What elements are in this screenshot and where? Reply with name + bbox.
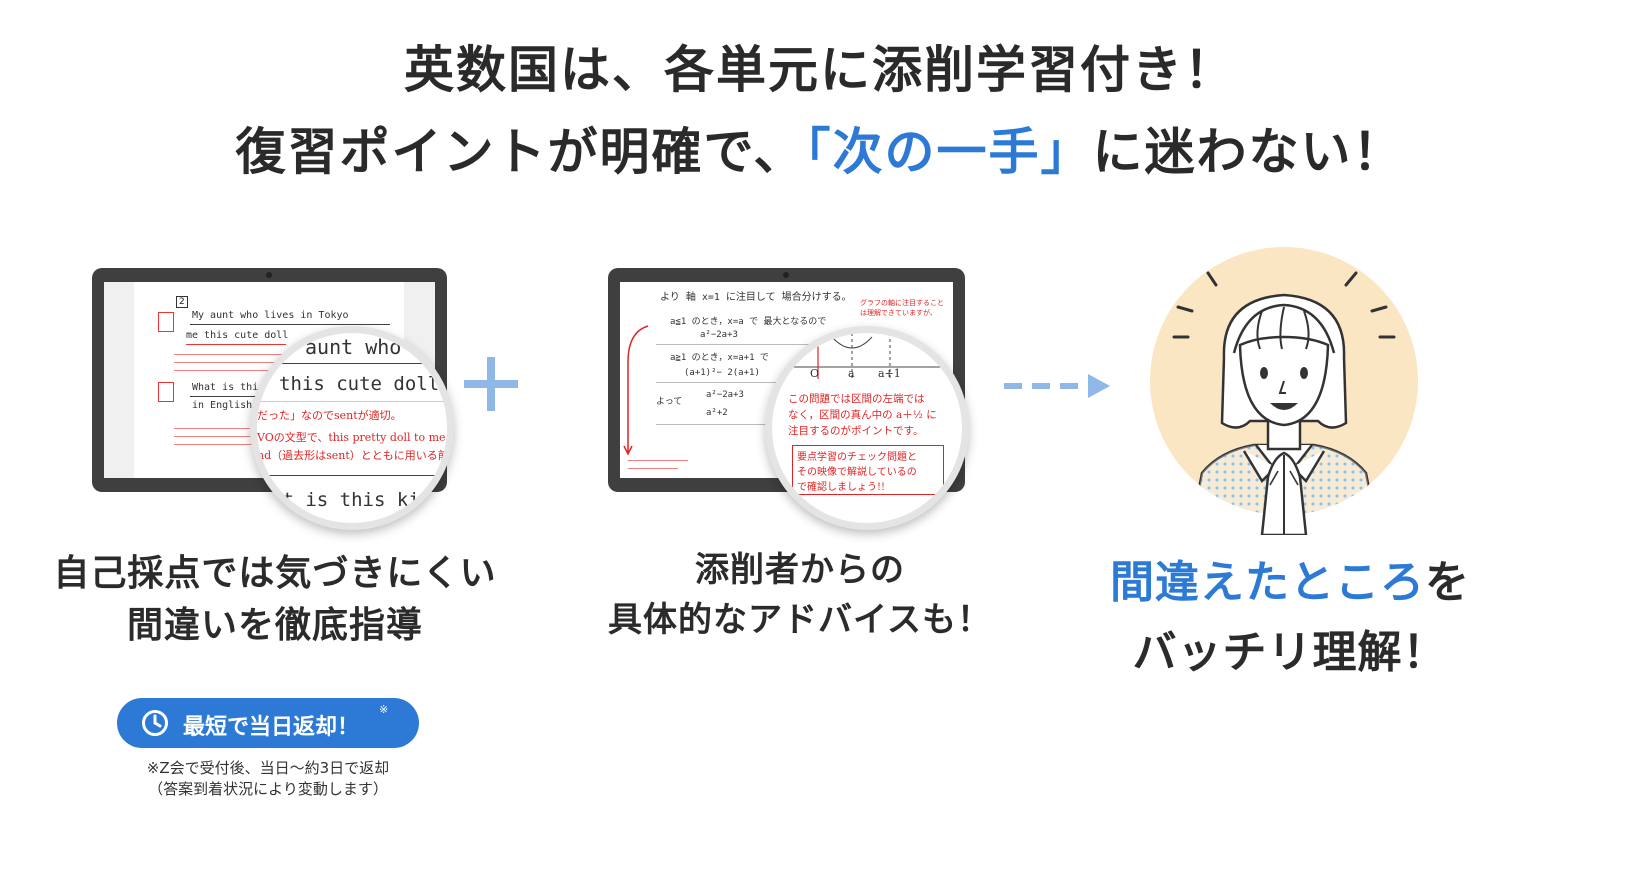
headline-line2-prefix: 復習ポイントが明確で、 — [235, 123, 806, 181]
headline-line2: 復習ポイントが明確で、「次の一手」に迷わない！ — [0, 112, 1640, 184]
tablet-camera — [266, 272, 272, 278]
magnifier-english: aunt who this cute doll だった」なのでsentが適切。 … — [250, 326, 454, 530]
score-box — [158, 312, 174, 332]
math-red-note — [628, 468, 678, 469]
caption-right-line2: バッチリ理解！ — [1132, 627, 1448, 678]
tablet-camera — [783, 272, 789, 278]
mag-red-box: 要点学習のチェック問題と その映像で解説しているの で確認しましょう!! — [792, 445, 944, 495]
mag-red-line1: この問題では区間の左端では — [788, 393, 925, 405]
math-red-note — [628, 460, 688, 461]
caption-left-line1: 自己採点では気づきにくい — [53, 553, 497, 594]
worksheet-red-note — [174, 436, 274, 437]
mag-red-line1: だった」なのでsentが適切。 — [257, 409, 402, 422]
caption-middle-line2: 具体的なアドバイスも！ — [608, 600, 992, 640]
worksheet-red-note — [174, 362, 294, 363]
return-note-line1: ※Z会で受付後、当日〜約3日で返却 — [146, 759, 390, 777]
headline-line2-accent: 「次の一手」 — [805, 123, 1093, 181]
caption-left: 自己採点では気づきにくい 間違いを徹底指導 — [40, 548, 510, 652]
mag-red-line3: 注目するのがポイントです。 — [788, 425, 924, 437]
mag-hw-mid: this cute doll — [279, 373, 440, 395]
math-row3: よって — [656, 397, 683, 407]
math-row1: a≦1 のとき，x=a で 最大となるので — [670, 317, 827, 327]
caption-right-line1: 間違えたところを — [1080, 548, 1500, 618]
caption-right-suffix: を — [1425, 557, 1470, 608]
score-box — [158, 382, 174, 402]
same-day-return-badge: 最短で当日返却！ ※ — [117, 698, 419, 748]
magnifier-math: O a a+1 この問題では区間の左端では なく，区間の真ん中の a＋½ に 注… — [765, 326, 969, 530]
worksheet-row1: My aunt who lives in Tokyo — [192, 310, 349, 321]
mag-box-line1: 要点学習のチェック問題と — [797, 452, 917, 463]
worksheet-section-number: 2 — [176, 296, 188, 308]
worksheet-red-note — [174, 428, 264, 429]
dashed-arrow-icon — [1004, 374, 1110, 398]
mag-axis-o: O — [810, 367, 820, 380]
red-arrow-mark — [623, 325, 649, 456]
worksheet-red-note — [174, 354, 284, 355]
worksheet-rule — [190, 324, 390, 325]
mag-red-line3: nd（過去形はsent）とともに用いる前置 — [257, 449, 454, 462]
mag-box-line3: で確認しましょう!! — [797, 482, 886, 493]
graph-axis — [772, 333, 962, 379]
math-row3b: a²−2a+3 — [706, 390, 744, 400]
mag-axis-a1: a+1 — [878, 367, 901, 380]
mag-hw-bottom: at is this kind — [271, 489, 443, 511]
math-rule — [656, 382, 856, 383]
mag-red-line2: なく，区間の真ん中の a＋½ に — [788, 409, 937, 421]
worksheet-red-note — [174, 444, 264, 445]
worksheet-row1b: me this cute doll — [186, 330, 289, 341]
mag-rule — [257, 475, 447, 476]
mag-hw-top: aunt who — [305, 335, 402, 359]
mag-red-rule — [257, 401, 447, 402]
math-rule — [656, 344, 856, 345]
math-row1b: a²−2a+3 — [700, 330, 738, 340]
badge-label: 最短で当日返却！ — [183, 715, 360, 740]
badge-mark: ※ — [379, 703, 389, 716]
headline-line1: 英数国は、各単元に添削学習付き！ — [404, 41, 1236, 99]
mag-box-line2: その映像で解説しているの — [797, 467, 917, 478]
caption-middle-line1: 添削者からの — [695, 550, 905, 590]
return-note-line2: （答案到着状況により変動します） — [148, 780, 388, 798]
plus-icon — [464, 357, 518, 411]
clock-icon — [142, 710, 168, 736]
worksheet-row2: What is this — [192, 382, 265, 393]
caption-right: 間違えたところを バッチリ理解！ — [1080, 548, 1500, 688]
worksheet-red-note — [174, 370, 274, 371]
caption-middle: 添削者からの 具体的なアドバイスも！ — [580, 545, 1020, 645]
caption-left-line2: 間違いを徹底指導 — [126, 605, 423, 646]
worksheet-row2b: in English — [192, 400, 253, 411]
headline-line2-suffix: に迷わない！ — [1092, 123, 1405, 181]
math-row3c: a²+2 — [706, 408, 728, 418]
worksheet-red-underline — [186, 344, 286, 345]
math-row2b: (a+1)²− 2(a+1) — [684, 368, 760, 378]
return-note: ※Z会で受付後、当日〜約3日で返却 （答案到着状況により変動します） — [100, 758, 436, 800]
math-side-note: グラフの軸に注目することは理解できていますが、 — [860, 299, 944, 317]
mag-red-line2: VOの文型で、this pretty doll to me — [257, 431, 446, 444]
mag-rule — [257, 363, 447, 364]
mag-axis-a: a — [848, 367, 855, 380]
student-illustration — [1150, 247, 1418, 535]
math-top-line: より 軸 x=1 に注目して 場合分けする。 — [660, 292, 852, 303]
math-rule — [656, 424, 856, 425]
math-row2: a≧1 のとき，x=a+1 で — [670, 353, 769, 363]
caption-right-accent: 間違えたところ — [1110, 557, 1425, 608]
